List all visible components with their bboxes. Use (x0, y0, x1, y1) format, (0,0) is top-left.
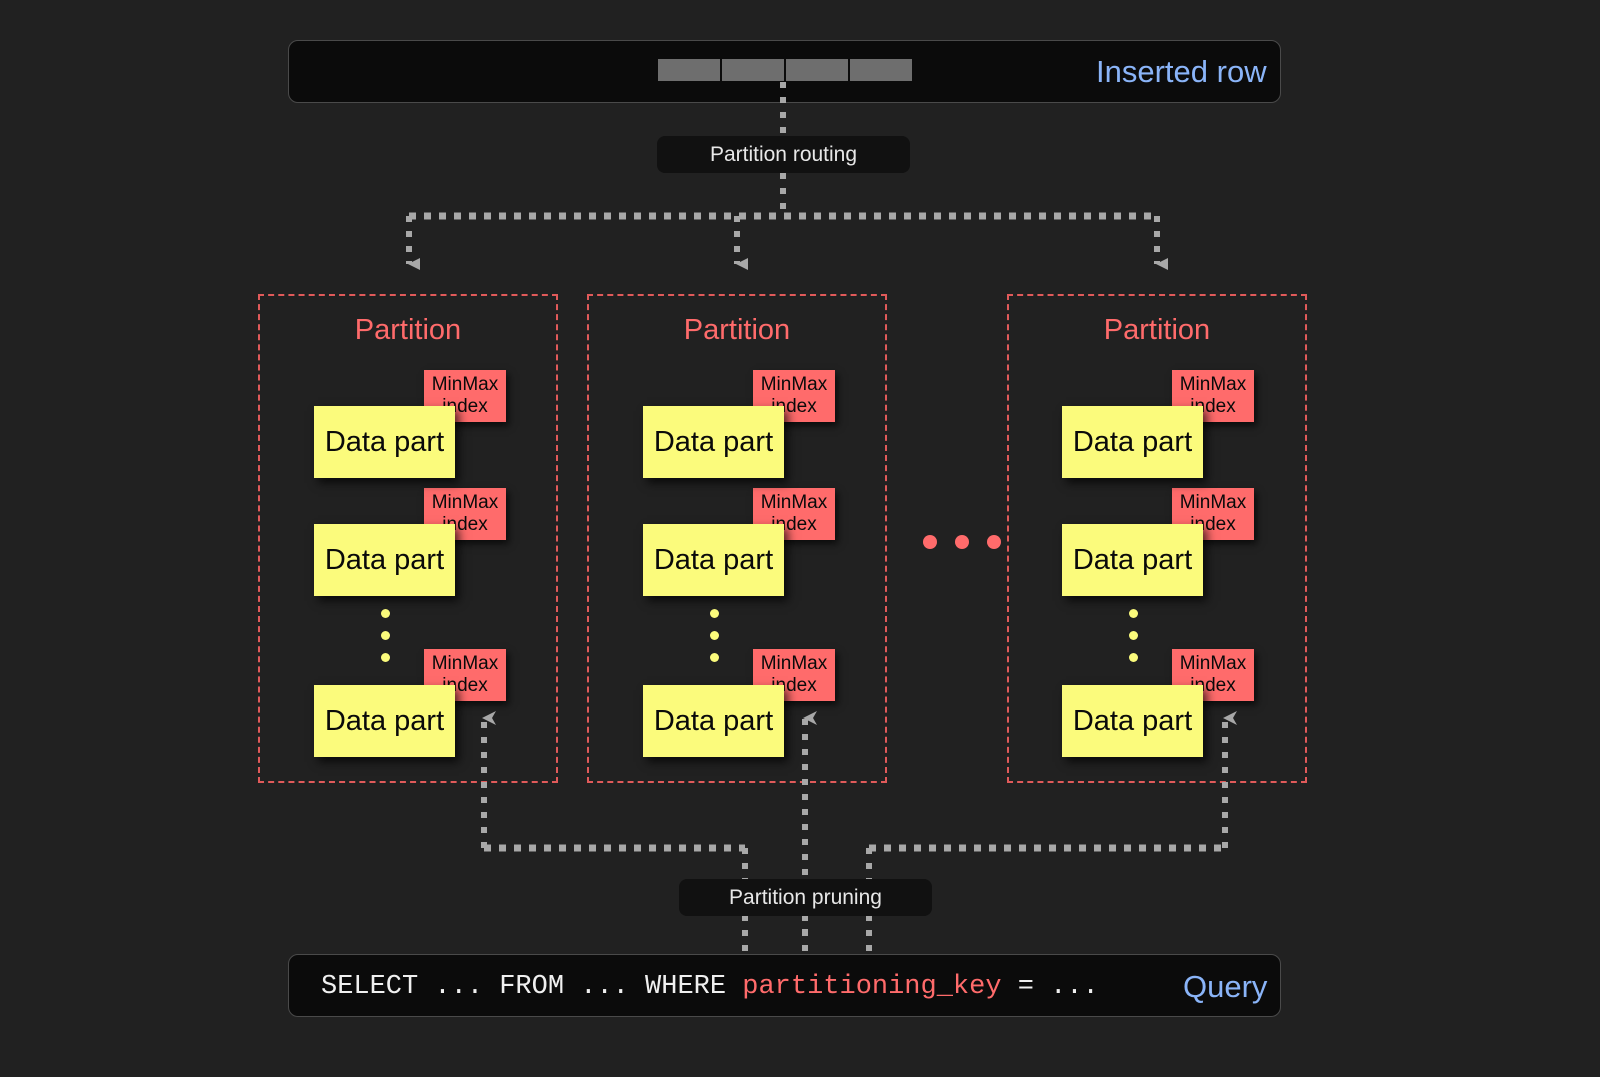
data-part-box: Data part (314, 524, 455, 596)
row-cell (786, 59, 848, 81)
row-cell (722, 59, 784, 81)
data-part-label: Data part (1072, 704, 1193, 737)
minmax-index-box: MinMax index (424, 488, 506, 540)
partition-title: Partition (683, 314, 791, 346)
minmax-line-1: MinMax (1179, 492, 1247, 514)
query-statement: SELECT ... FROM ... WHERE partitioning_k… (321, 972, 1099, 1002)
partition-2: Partition (587, 294, 887, 783)
data-part-label: Data part (324, 543, 445, 576)
ellipsis-dot (710, 631, 719, 640)
query-suffix: = ... (1001, 972, 1099, 1002)
ellipsis-dot (710, 609, 719, 618)
data-part-box: Data part (1062, 406, 1203, 478)
ellipsis-dot (381, 631, 390, 640)
partition-pruning-label: Partition pruning (679, 879, 932, 916)
data-part-ellipsis (381, 609, 390, 662)
query-prefix: SELECT ... FROM ... WHERE (321, 972, 743, 1002)
partition-1: Partition (258, 294, 558, 783)
ellipsis-dot (955, 535, 969, 549)
ellipsis-dot (1129, 631, 1138, 640)
data-part-label: Data part (324, 704, 445, 737)
minmax-line-1: MinMax (760, 374, 828, 396)
data-part-box: Data part (314, 406, 455, 478)
minmax-index-box: MinMax index (1172, 370, 1254, 422)
data-part-box: Data part (643, 685, 784, 757)
ellipsis-dot (1129, 609, 1138, 618)
data-part-label: Data part (1072, 543, 1193, 576)
data-part-label: Data part (653, 704, 774, 737)
ellipsis-dot (923, 535, 937, 549)
query-partitioning-key: partitioning_key (742, 972, 1002, 1002)
data-part-box: Data part (1062, 685, 1203, 757)
partition-title: Partition (354, 314, 462, 346)
minmax-index-box: MinMax index (1172, 649, 1254, 701)
data-part-ellipsis (1129, 609, 1138, 662)
minmax-line-1: MinMax (431, 653, 499, 675)
minmax-line-1: MinMax (1179, 374, 1247, 396)
ellipsis-dot (710, 653, 719, 662)
row-cell (658, 59, 720, 81)
data-part-label: Data part (653, 425, 774, 458)
minmax-line-1: MinMax (1179, 653, 1247, 675)
minmax-line-1: MinMax (760, 653, 828, 675)
minmax-index-box: MinMax index (424, 370, 506, 422)
ellipsis-dot (1129, 653, 1138, 662)
minmax-line-1: MinMax (431, 492, 499, 514)
data-part-ellipsis (710, 609, 719, 662)
data-part-box: Data part (643, 524, 784, 596)
data-part-box: Data part (1062, 524, 1203, 596)
partition-title: Partition (1103, 314, 1211, 346)
partition-ellipsis (923, 535, 1001, 549)
row-cell (850, 59, 912, 81)
data-part-label: Data part (653, 543, 774, 576)
data-part-label: Data part (1072, 425, 1193, 458)
inserted-row-label: Inserted row (1096, 54, 1267, 89)
query-bar (288, 954, 1281, 1017)
inserted-row-cells (658, 59, 912, 81)
ellipsis-dot (381, 653, 390, 662)
minmax-line-1: MinMax (431, 374, 499, 396)
query-label: Query (1183, 969, 1268, 1004)
data-part-box: Data part (314, 685, 455, 757)
data-part-label: Data part (324, 425, 445, 458)
data-part-box: Data part (643, 406, 784, 478)
ellipsis-dot (381, 609, 390, 618)
minmax-line-1: MinMax (760, 492, 828, 514)
ellipsis-dot (987, 535, 1001, 549)
partition-routing-label: Partition routing (657, 136, 910, 173)
partition-3: Partition (1007, 294, 1307, 783)
